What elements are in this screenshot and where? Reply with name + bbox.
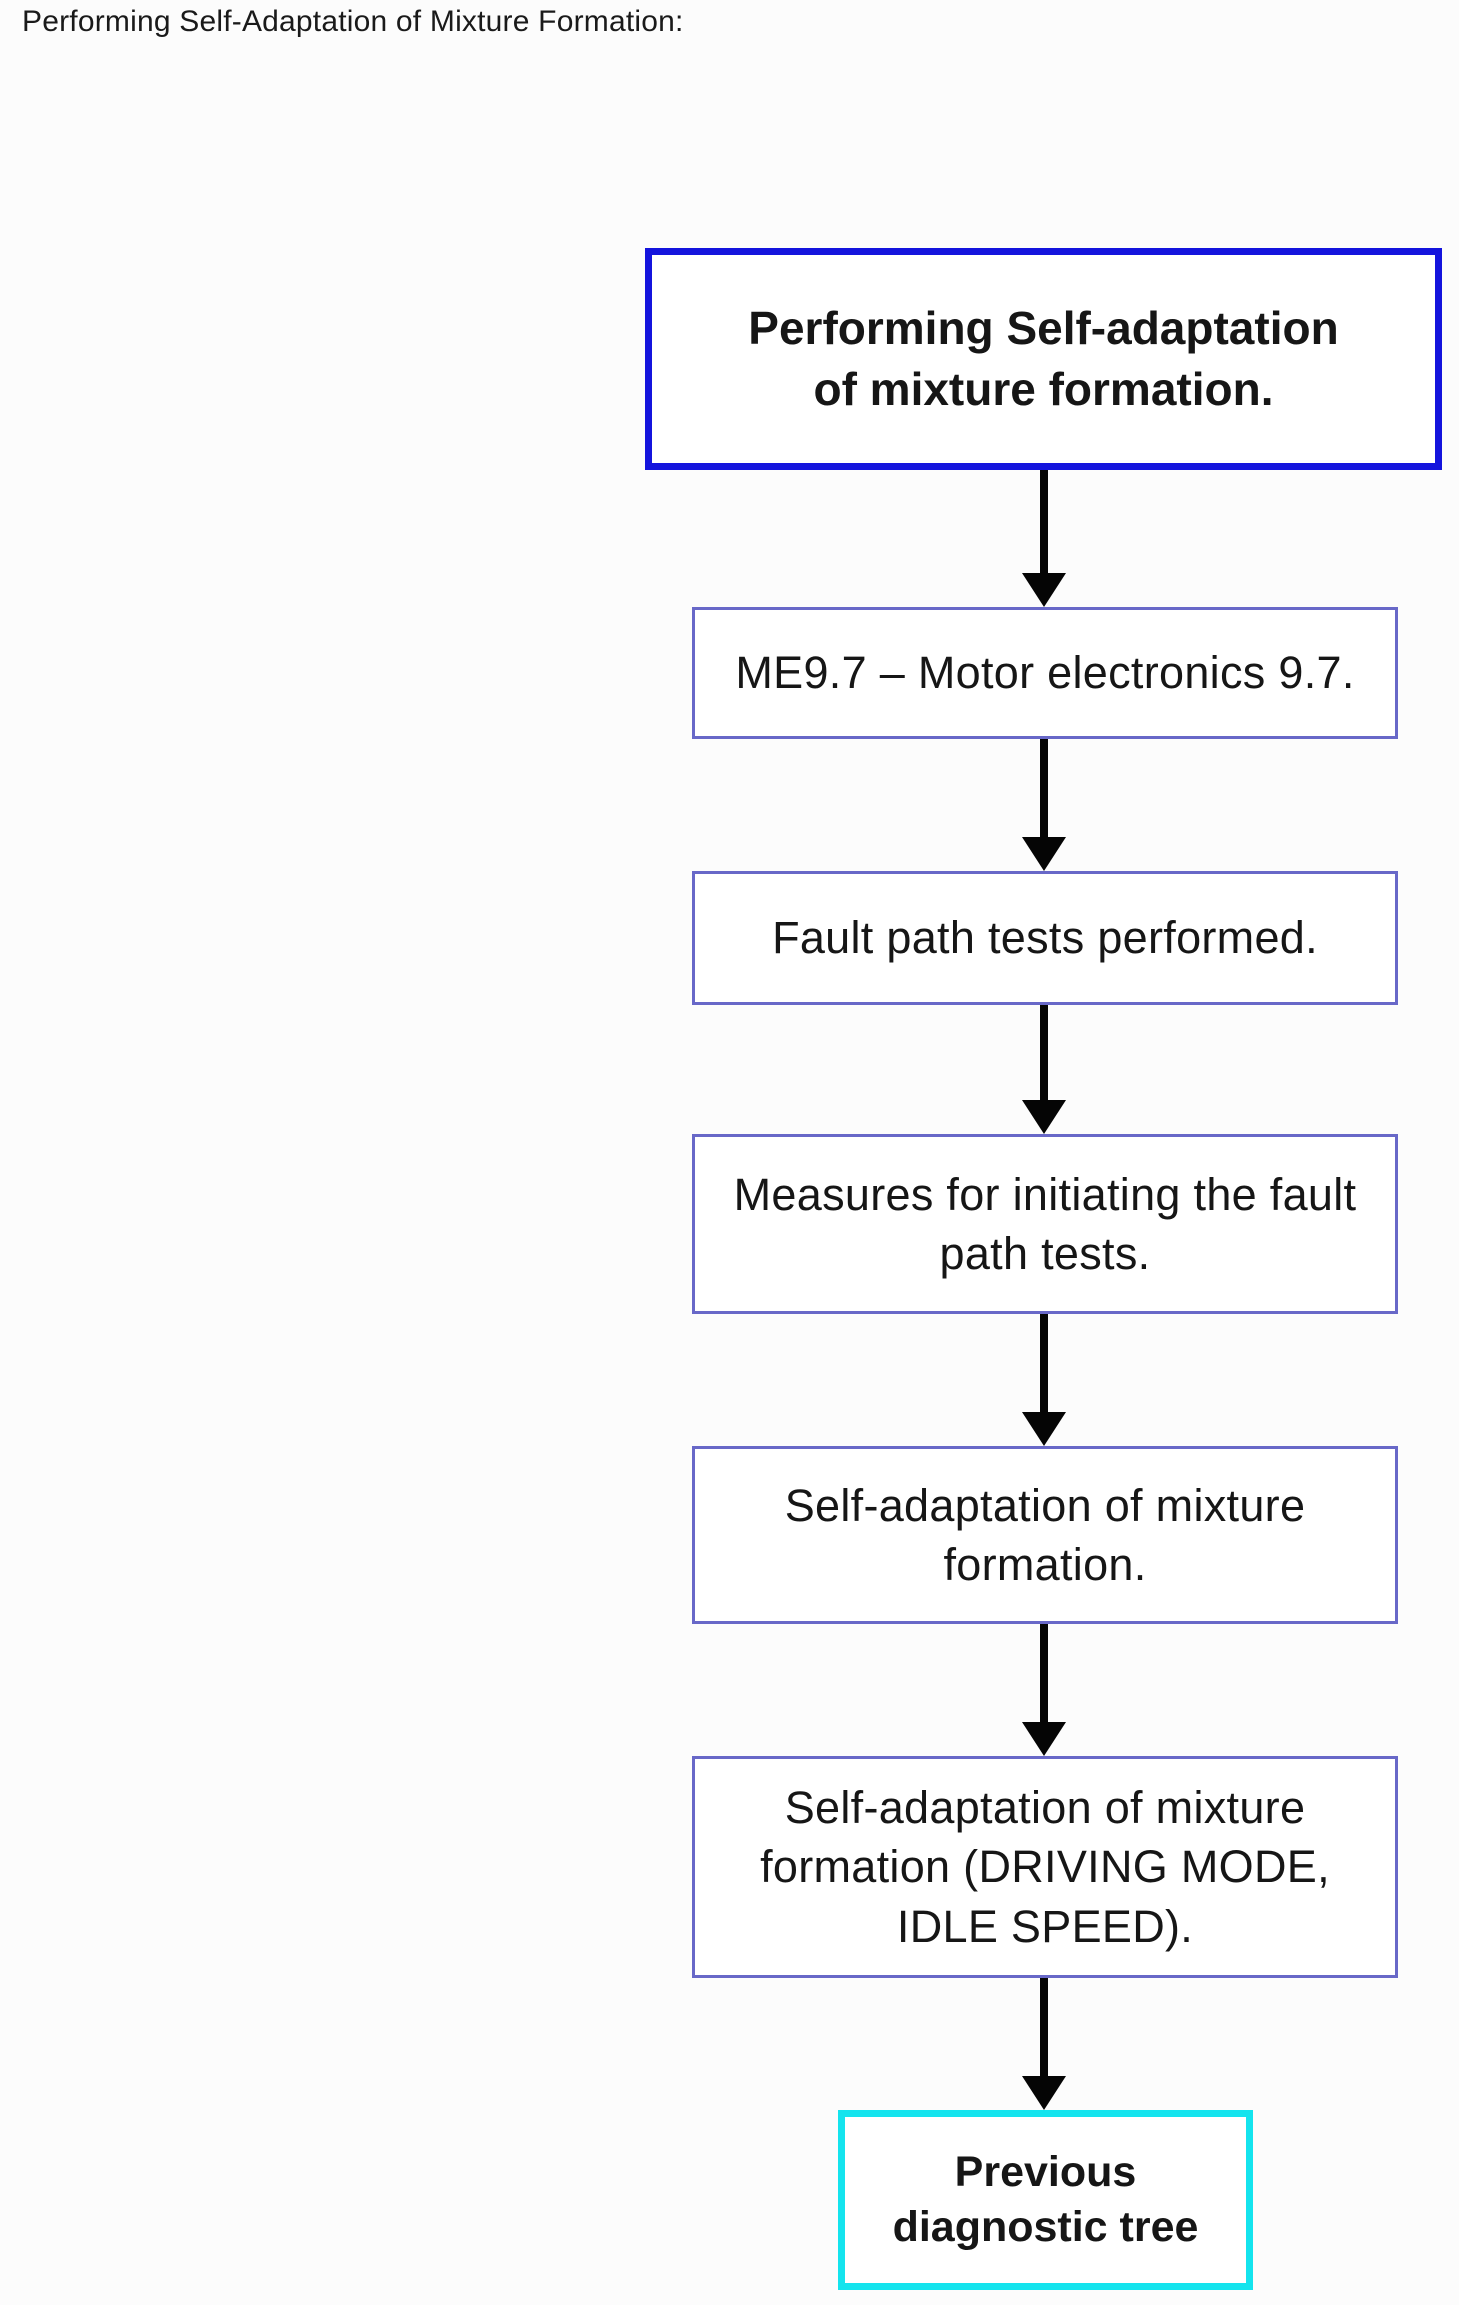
arrow-down-icon <box>1022 739 1066 871</box>
arrow-shaft <box>1040 1005 1048 1100</box>
flow-node-self-adaptation-modes: Self-adaptation of mixture formation (DR… <box>692 1756 1398 1978</box>
arrow-shaft <box>1040 739 1048 837</box>
arrow-shaft <box>1040 470 1048 573</box>
flow-node-start: Performing Self-adaptation of mixture fo… <box>645 248 1442 470</box>
arrow-shaft <box>1040 1314 1048 1412</box>
arrow-head <box>1022 573 1066 607</box>
flow-node-motor-electronics: ME9.7 – Motor electronics 9.7. <box>692 607 1398 739</box>
arrow-down-icon <box>1022 1005 1066 1134</box>
arrow-head <box>1022 1100 1066 1134</box>
flow-node-measures: Measures for initiating the fault path t… <box>692 1134 1398 1314</box>
flow-node-previous-diagnostic-tree: Previous diagnostic tree <box>838 2110 1253 2290</box>
arrow-down-icon <box>1022 470 1066 607</box>
arrow-head <box>1022 1722 1066 1756</box>
flow-node-fault-path-tests: Fault path tests performed. <box>692 871 1398 1005</box>
arrow-head <box>1022 2076 1066 2110</box>
arrow-shaft <box>1040 1624 1048 1722</box>
arrow-down-icon <box>1022 1314 1066 1446</box>
arrow-down-icon <box>1022 1978 1066 2110</box>
page-title: Performing Self-Adaptation of Mixture Fo… <box>22 5 684 38</box>
flow-node-self-adaptation: Self-adaptation of mixture formation. <box>692 1446 1398 1624</box>
arrow-head <box>1022 1412 1066 1446</box>
arrow-head <box>1022 837 1066 871</box>
arrow-down-icon <box>1022 1624 1066 1756</box>
arrow-shaft <box>1040 1978 1048 2076</box>
